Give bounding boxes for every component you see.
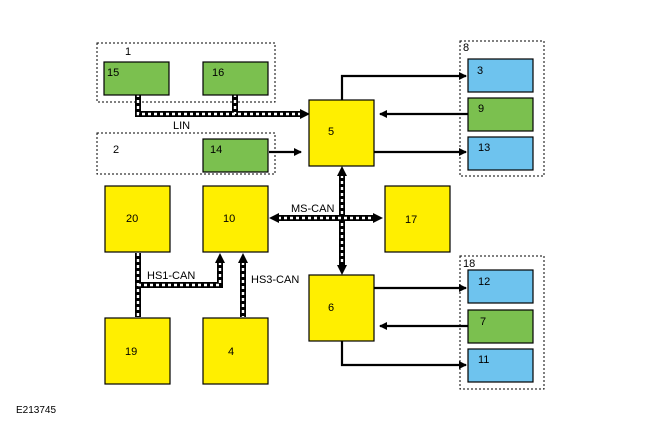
group-8-label: 8 <box>463 42 469 54</box>
lin-arrowhead <box>300 109 310 119</box>
module-16-label: 16 <box>212 67 224 79</box>
module-5-label: 5 <box>328 126 334 138</box>
group-1-label: 1 <box>125 46 131 58</box>
group-8-frame <box>459 40 545 177</box>
ms-can-label: MS-CAN <box>291 203 334 215</box>
module-20[interactable] <box>104 185 171 253</box>
module-14-label: 14 <box>210 144 222 156</box>
hs3-can-bus <box>238 253 248 317</box>
module-10[interactable] <box>202 185 269 253</box>
module-12[interactable] <box>467 269 534 304</box>
hs1-can-bus <box>135 253 225 317</box>
module-11[interactable] <box>467 348 534 383</box>
hs1-can-arrowhead <box>215 253 225 263</box>
module-15[interactable] <box>103 61 170 96</box>
module-7[interactable] <box>467 309 534 344</box>
hs1-can-label: HS1-CAN <box>147 270 195 282</box>
module-14[interactable] <box>202 138 269 173</box>
group-18-frame <box>459 255 545 390</box>
hs3-can-arrowhead <box>238 253 248 263</box>
group-18-label: 18 <box>463 258 475 270</box>
module-3[interactable] <box>467 58 534 93</box>
lin-label: LIN <box>173 120 190 132</box>
module-19[interactable] <box>104 317 171 385</box>
module-15-label: 15 <box>107 67 119 79</box>
module-17[interactable] <box>384 185 451 253</box>
module-7-label: 7 <box>480 316 486 328</box>
module-6-label: 6 <box>328 302 334 314</box>
module-12-label: 12 <box>478 276 490 288</box>
bus-arrow-down-6 <box>337 265 347 275</box>
module-16[interactable] <box>202 61 269 96</box>
module-6[interactable] <box>308 274 375 342</box>
module-19-label: 19 <box>125 346 137 358</box>
module-9[interactable] <box>467 97 534 132</box>
lin-bus <box>135 94 310 119</box>
module-11-label: 11 <box>478 354 489 366</box>
module-10-label: 10 <box>223 213 235 225</box>
group-2-label: 2 <box>113 144 119 156</box>
hs3-can-label: HS3-CAN <box>251 274 299 286</box>
module-13-label: 13 <box>478 142 490 154</box>
ms-can-arrow-left <box>269 213 279 223</box>
group-2-frame <box>96 132 276 175</box>
ms-can-arrow-right <box>373 213 383 223</box>
ms-can-bus <box>269 213 383 223</box>
module-9-label: 9 <box>478 103 484 115</box>
bus-arrow-up-5 <box>337 166 347 176</box>
module-13[interactable] <box>467 136 534 171</box>
module-3-label: 3 <box>477 65 483 77</box>
line-5-to-3 <box>340 72 467 100</box>
group-1-frame <box>96 42 276 103</box>
module-5[interactable] <box>308 99 375 167</box>
module-20-label: 20 <box>126 213 138 225</box>
figure-id-caption: E213745 <box>16 405 56 416</box>
line-6-to-11 <box>340 341 467 369</box>
module-4-label: 4 <box>228 346 234 358</box>
module-17-label: 17 <box>405 214 417 226</box>
module-4[interactable] <box>202 317 269 385</box>
